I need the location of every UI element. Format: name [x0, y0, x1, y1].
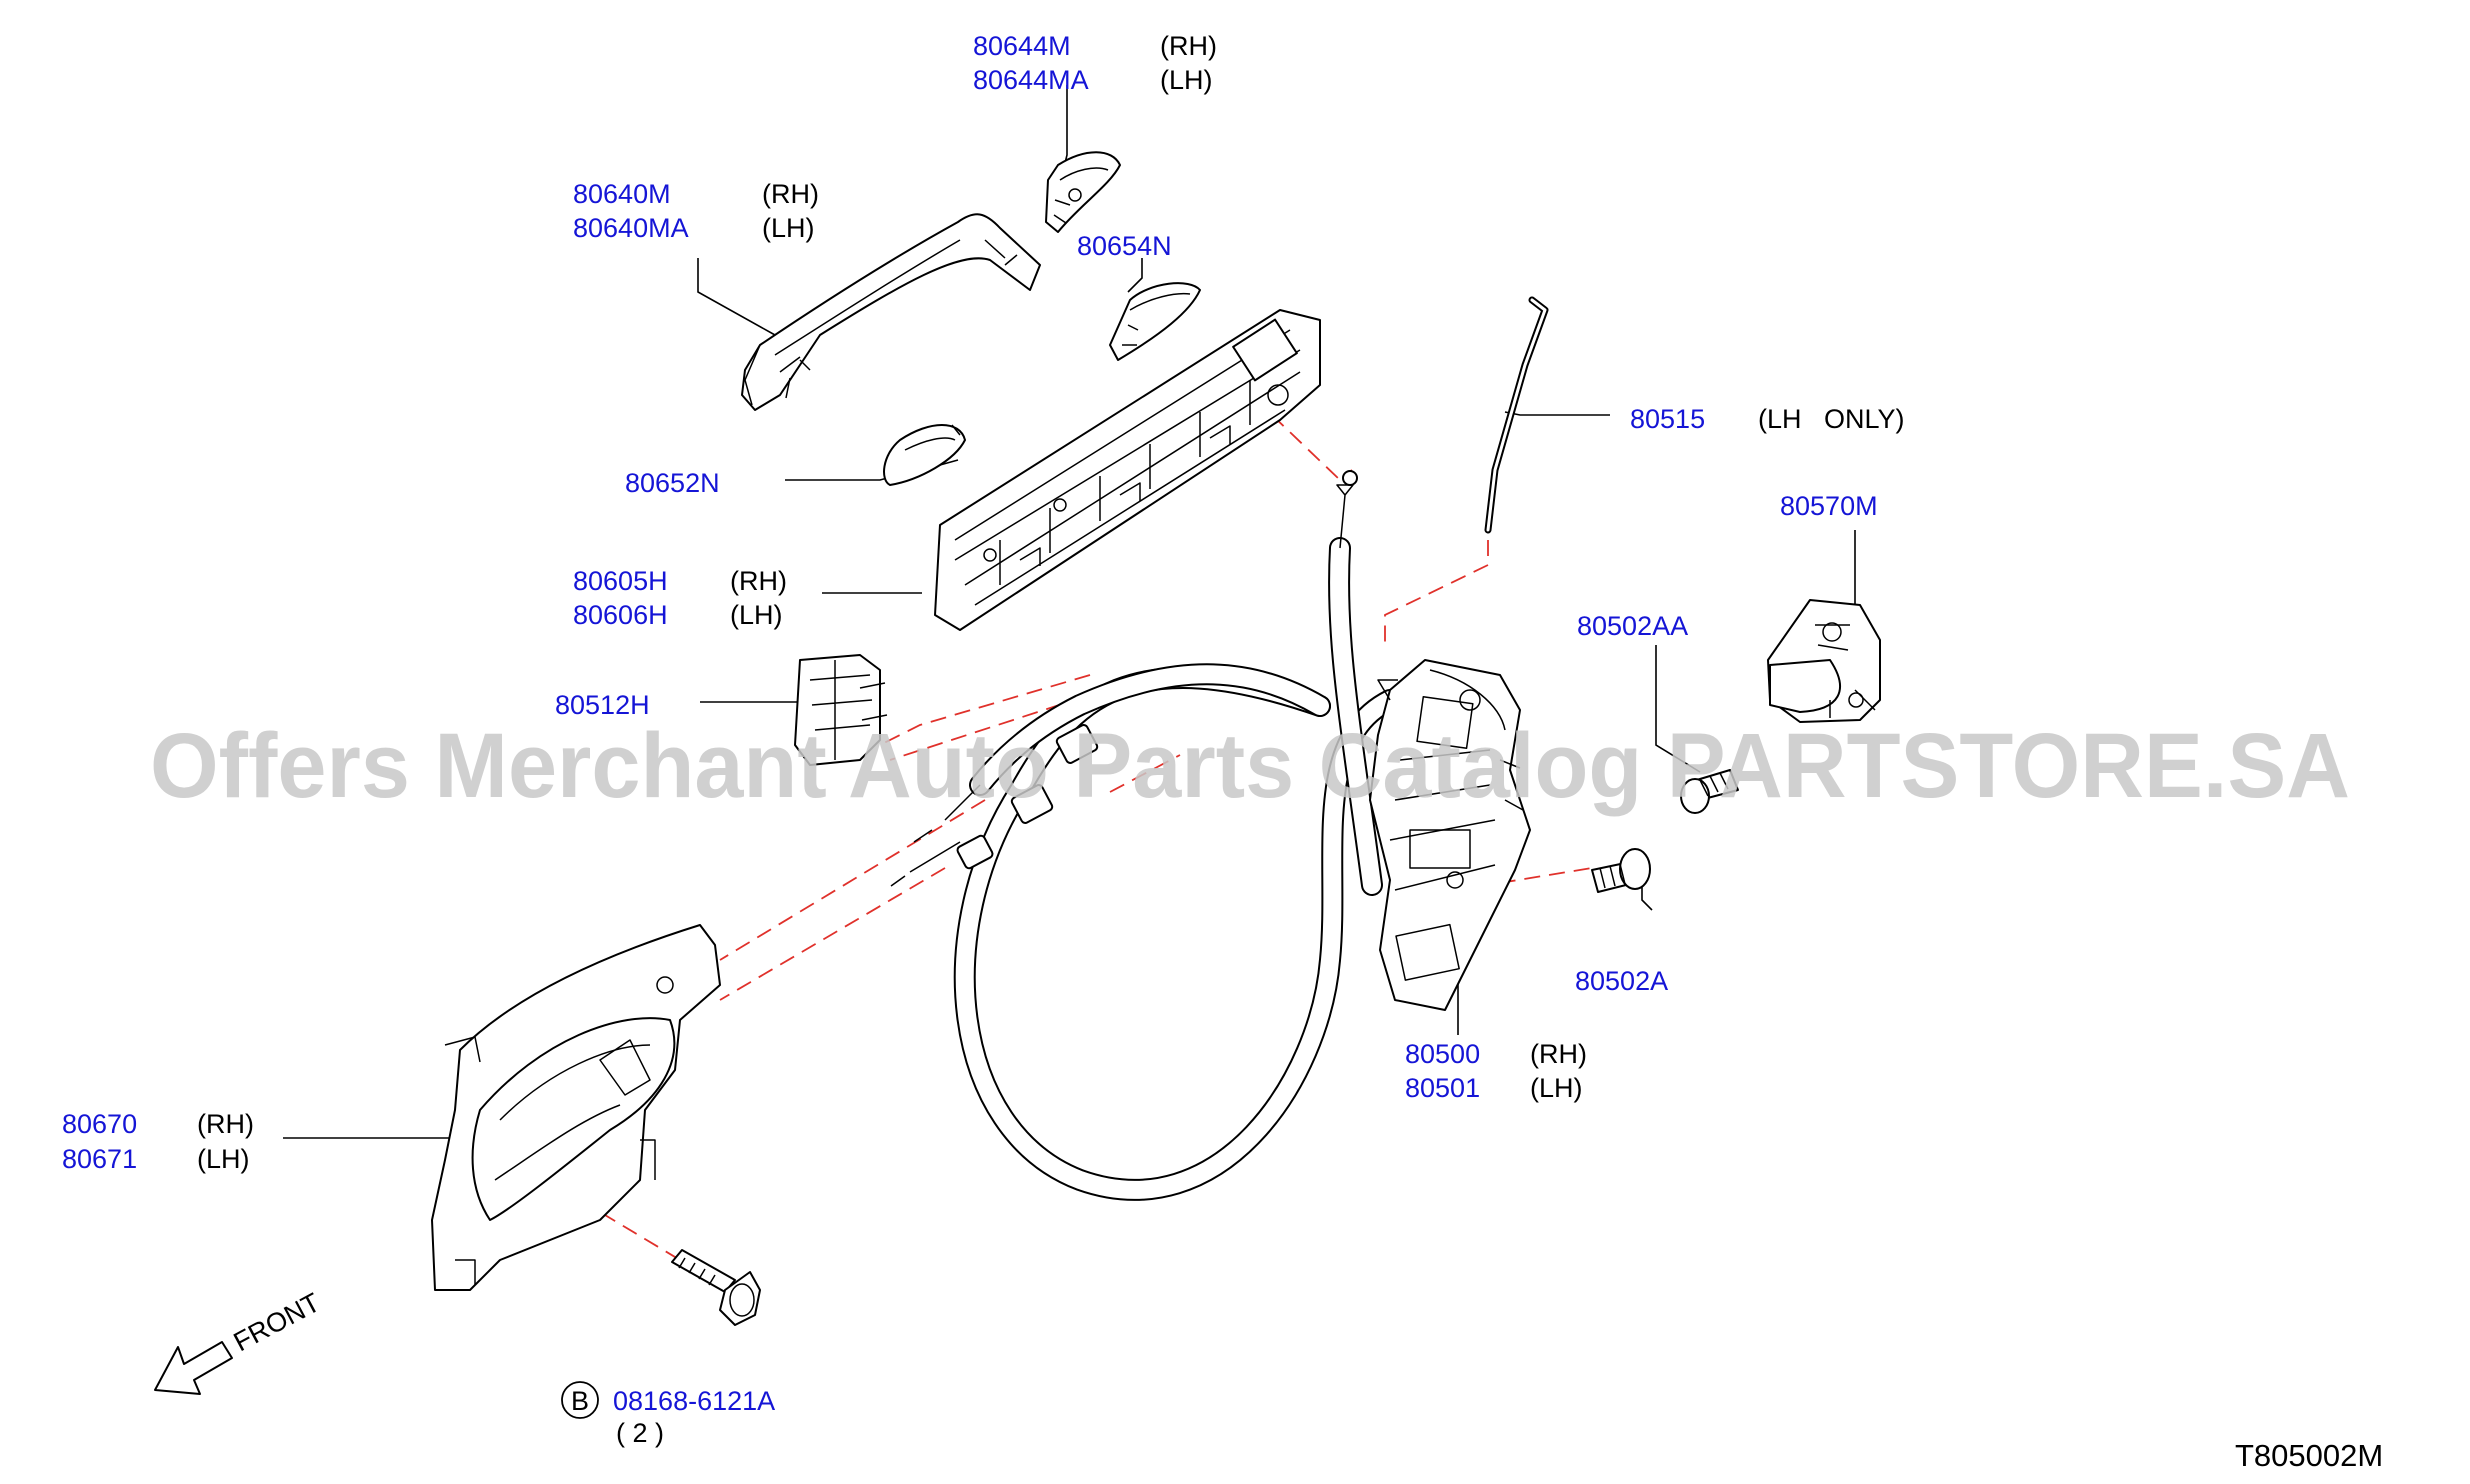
- door-striker: [1767, 599, 1881, 723]
- side-rh: (RH): [1160, 31, 1217, 61]
- striker-screw: [1680, 769, 1739, 814]
- lh-only-note: (LH ONLY): [1758, 404, 1905, 434]
- bolt-quantity: ( 2 ): [616, 1418, 664, 1448]
- part-80654N[interactable]: 80654N: [1077, 231, 1172, 261]
- side-rh: (RH): [1530, 1039, 1587, 1069]
- part-80606H[interactable]: 80606H: [573, 600, 668, 630]
- bolt-badge-circle: [561, 1381, 599, 1419]
- cable-clip: [794, 654, 888, 766]
- door-lock-actuator: [1369, 659, 1531, 1011]
- bolt-badge: B: [571, 1386, 589, 1416]
- side-rh: (RH): [762, 179, 819, 209]
- outside-handle-bracket: [934, 309, 1321, 631]
- part-08168-6121A[interactable]: 08168-6121A: [613, 1386, 775, 1416]
- part-80605H[interactable]: 80605H: [573, 566, 668, 596]
- outside-door-handle: [741, 213, 1041, 411]
- side-rh: (RH): [730, 566, 787, 596]
- inside-door-handle: [431, 924, 721, 1291]
- side-lh: (LH): [197, 1144, 250, 1174]
- mounting-bolt: [671, 1249, 761, 1326]
- part-80670[interactable]: 80670: [62, 1109, 137, 1139]
- handle-escutcheon-cap: [1045, 151, 1121, 233]
- front-direction-arrow: FRONT: [154, 1287, 325, 1395]
- side-lh: (LH): [1530, 1073, 1583, 1103]
- part-80502AA[interactable]: 80502AA: [1577, 611, 1688, 641]
- side-rh: (RH): [197, 1109, 254, 1139]
- front-label: FRONT: [229, 1287, 325, 1357]
- side-lh: (LH): [730, 600, 783, 630]
- part-80515[interactable]: 80515: [1630, 404, 1705, 434]
- handle-gasket-rear: [883, 424, 966, 486]
- part-80500[interactable]: 80500: [1405, 1039, 1480, 1069]
- part-80640M[interactable]: 80640M: [573, 179, 671, 209]
- part-labels: 80644M (RH) 80644MA (LH) 80640M (RH) 806…: [62, 31, 2383, 1473]
- part-80570M[interactable]: 80570M: [1780, 491, 1878, 521]
- release-cables: [890, 470, 1401, 1201]
- side-lh: (LH): [762, 213, 815, 243]
- diagram-code: T805002M: [2235, 1438, 2383, 1473]
- part-80671[interactable]: 80671: [62, 1144, 137, 1174]
- part-80502A[interactable]: 80502A: [1575, 966, 1668, 996]
- lock-rod: [1484, 296, 1549, 534]
- handle-gasket-front: [1109, 282, 1201, 361]
- part-80501[interactable]: 80501: [1405, 1073, 1480, 1103]
- part-80512H[interactable]: 80512H: [555, 690, 650, 720]
- part-80652N[interactable]: 80652N: [625, 468, 720, 498]
- side-lh: (LH): [1160, 65, 1213, 95]
- watermark: Offers Merchant Auto Parts Catalog PARTS…: [150, 715, 2350, 817]
- part-80644MA[interactable]: 80644MA: [973, 65, 1089, 95]
- part-80644M[interactable]: 80644M: [973, 31, 1071, 61]
- part-80640MA[interactable]: 80640MA: [573, 213, 689, 243]
- latch-screw: [1591, 848, 1651, 893]
